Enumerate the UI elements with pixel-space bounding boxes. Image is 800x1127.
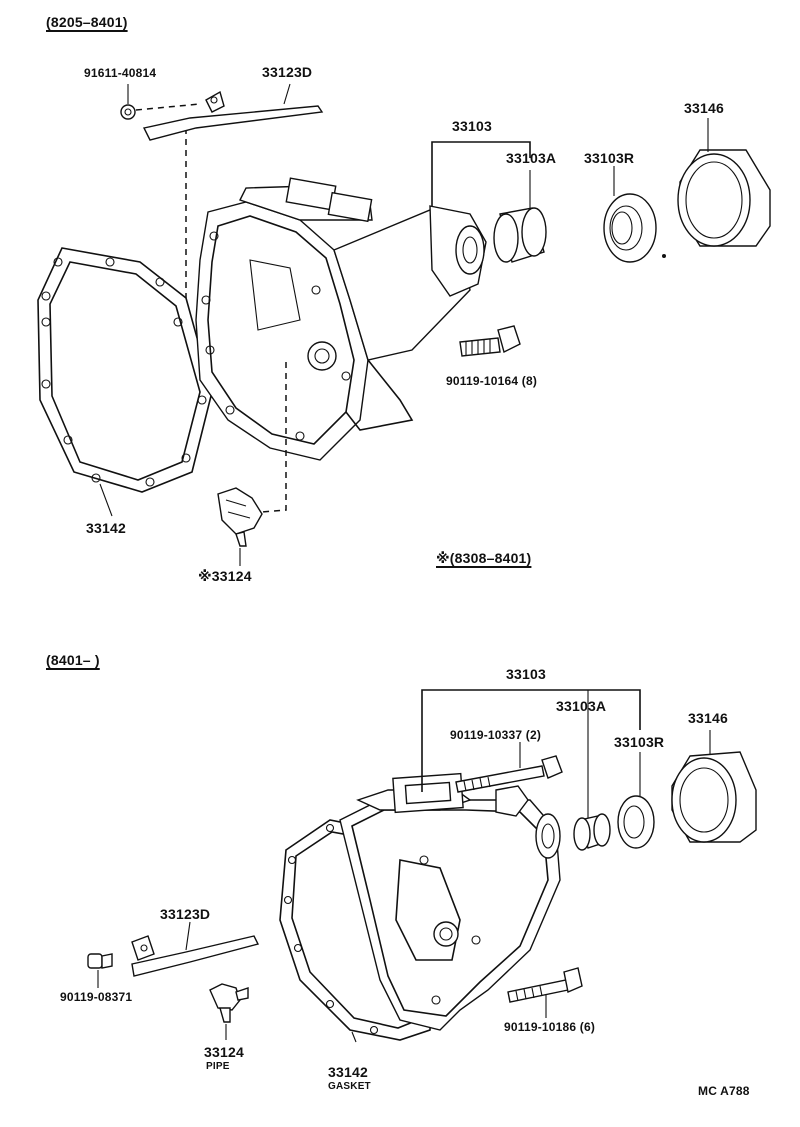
bolt-90119-10186	[507, 967, 583, 1003]
seal-33103R-top	[603, 193, 657, 263]
label-33103-bottom: 33103	[506, 666, 546, 682]
bushing-33103A-bottom	[573, 813, 611, 851]
label-33103A-top: 33103A	[506, 150, 557, 166]
leader-33142-bottom	[351, 1031, 357, 1043]
label-33103R-top: 33103R	[584, 150, 635, 166]
leader-33123D-top	[283, 83, 291, 105]
leader-33123D-bottom	[185, 921, 191, 951]
seal-33103R-bottom	[617, 795, 655, 849]
guide-line-top-3	[135, 103, 201, 111]
pipe-33124-bottom	[209, 983, 249, 1023]
label-33146-top: 33146	[684, 100, 724, 116]
lever-33123D-bottom	[131, 935, 260, 977]
label-33146-bottom: 33146	[688, 710, 728, 726]
bolt-90119-10164	[459, 325, 521, 357]
label-91611-40814: 91611-40814	[84, 66, 157, 80]
label-33103R-bottom: 33103R	[614, 734, 665, 750]
caption-gasket: GASKET	[328, 1081, 371, 1092]
label-33103A-bottom: 33103A	[556, 698, 607, 714]
bracket-33103-bottom	[421, 689, 641, 792]
label-90119-10337: 90119-10337 (2)	[450, 728, 542, 742]
label-33124-bottom: 33124	[204, 1044, 244, 1060]
sleeve-33146-bottom	[671, 751, 757, 843]
label-33142-top: 33142	[86, 520, 126, 536]
label-90119-10164: 90119-10164 (8)	[446, 374, 538, 388]
label-33103-top: 33103	[452, 118, 492, 134]
gasket-33142-top	[37, 247, 213, 493]
nut-91611-40814	[120, 104, 136, 120]
bolt-90119-10337	[455, 755, 563, 793]
pipe-33124-top	[217, 487, 263, 547]
range-label-top: (8205–8401)	[46, 14, 128, 30]
leader-33142-top	[99, 483, 113, 517]
label-90119-10186: 90119-10186 (6)	[504, 1020, 596, 1034]
diagram-code: MC A788	[698, 1084, 750, 1098]
lever-33123D-top	[142, 90, 324, 141]
label-33123D-top: 33123D	[262, 64, 313, 80]
plug-90119-08371	[87, 953, 113, 969]
label-33142-bottom: 33142	[328, 1064, 368, 1080]
extension-housing-bottom	[339, 772, 561, 1031]
label-33123D-bottom: 33123D	[160, 906, 211, 922]
label-33124-top: ※33124	[198, 568, 252, 584]
caption-pipe: PIPE	[206, 1061, 230, 1072]
range-label-bottom: (8401– )	[46, 652, 100, 668]
sleeve-33146-top	[662, 149, 771, 258]
guide-line-top-2	[261, 362, 287, 513]
extension-housing-top	[195, 177, 487, 461]
label-90119-08371: 90119-08371	[60, 990, 133, 1004]
bracket-33103-top	[431, 141, 531, 206]
bushing-33103A-top	[493, 207, 547, 263]
note-8308-8401: ※(8308–8401)	[436, 550, 532, 566]
